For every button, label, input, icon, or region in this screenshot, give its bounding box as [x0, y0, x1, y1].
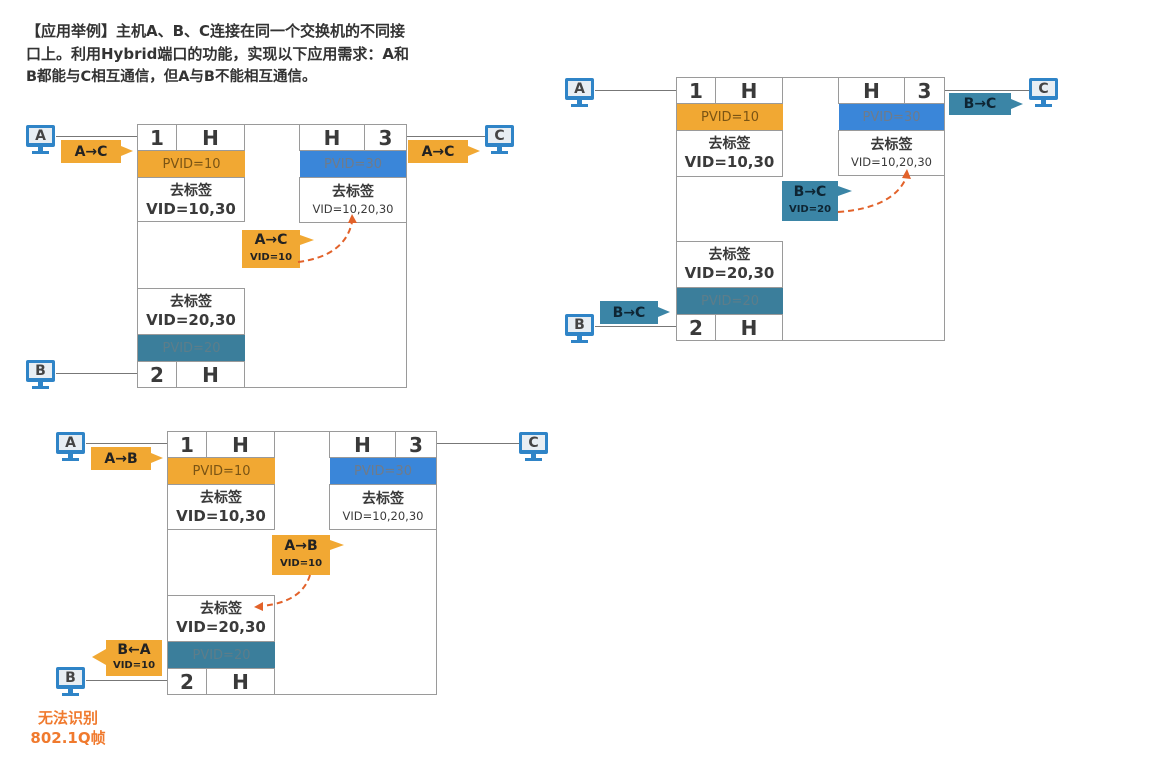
frame-a-to-b-ingress: A→B — [91, 447, 151, 470]
port3-vid: VID=10,20,30 — [851, 155, 932, 169]
frame-arrow-icon — [121, 146, 133, 156]
port2-type: H — [715, 314, 783, 341]
port1-config — [167, 484, 275, 530]
frame-vid: VID=10 — [279, 558, 323, 569]
port3-config — [329, 484, 437, 530]
port2-action: 去标签 — [170, 294, 212, 310]
problem-statement: 【应用举例】主机A、B、C连接在同一个交换机的不同接 口上。利用Hybrid端口… — [26, 20, 496, 89]
port1-type: H — [206, 431, 275, 458]
frame-b-to-c-ingress: B→C — [600, 301, 658, 324]
port1-vid: VID=10,30 — [176, 507, 266, 525]
link-b-port2 — [56, 373, 138, 374]
port3-pvid: PVID=30 — [330, 458, 436, 484]
frame-arrow-icon — [92, 649, 106, 665]
port1-action: 去标签 — [708, 136, 751, 152]
port2-pvid: PVID=20 — [677, 288, 783, 314]
link-b-port2 — [86, 680, 168, 681]
title-line-2: 口上。利用Hybrid端口的功能，实现以下应用需求：A和 — [26, 45, 409, 63]
note-line-2: 802.1Q帧 — [30, 729, 106, 747]
port1-type: H — [715, 77, 783, 104]
port2-number: 2 — [676, 314, 716, 341]
port2-config — [676, 241, 783, 288]
frame-label: A→C — [254, 232, 288, 248]
port1-pvid: PVID=10 — [138, 151, 245, 177]
port2-type: H — [206, 668, 275, 695]
port3-action: 去标签 — [332, 184, 374, 200]
title-line-3: B都能与C相互通信，但A与B不能相互通信。 — [26, 69, 317, 85]
frame-b-to-c-egress: B→C — [949, 93, 1011, 115]
port3-number: 3 — [364, 124, 407, 151]
port2-vid: VID=20,30 — [146, 311, 236, 329]
link-c-port3 — [944, 90, 1029, 91]
port2-action: 去标签 — [200, 601, 242, 617]
link-b-port2 — [595, 326, 677, 327]
port3-pvid: PVID=30 — [300, 151, 406, 177]
link-a-port1 — [56, 136, 138, 137]
port2-type: H — [176, 361, 245, 388]
frame-vid: VID=20 — [788, 204, 832, 215]
frame-label: B←A — [117, 642, 151, 658]
frame-vid: VID=10 — [112, 660, 156, 671]
port2-config — [167, 595, 275, 642]
frame-b-to-c-tagged: B→C VID=20 — [782, 181, 838, 221]
frame-arrow-icon — [658, 307, 670, 317]
port3-number: 3 — [395, 431, 437, 458]
port2-pvid: PVID=20 — [168, 642, 275, 668]
frame-a-to-c-ingress: A→C — [61, 140, 121, 163]
port3-action: 去标签 — [870, 137, 913, 153]
port1-vid: VID=10,30 — [146, 200, 236, 218]
frame-arrow-icon — [151, 453, 163, 463]
port3-number: 3 — [904, 77, 945, 104]
port2-action: 去标签 — [708, 247, 751, 263]
port3-pvid: PVID=30 — [839, 104, 944, 130]
frame-arrow-icon — [1011, 99, 1023, 109]
port3-config — [838, 130, 945, 176]
link-c-port3 — [405, 136, 485, 137]
frame-b-from-a-egress: B←A VID=10 — [106, 640, 162, 676]
port3-vid: VID=10,20,30 — [342, 509, 424, 523]
frame-arrow-icon — [838, 186, 852, 196]
link-a-port1 — [595, 90, 677, 91]
port1-config — [137, 177, 245, 222]
port2-vid: VID=20,30 — [684, 264, 775, 282]
frame-arrow-icon — [300, 235, 314, 245]
frame-a-to-c-tagged: A→C VID=10 — [242, 230, 300, 268]
frame-a-to-c-egress: A→C — [408, 140, 468, 163]
error-note: 无法识别 802.1Q帧 — [22, 708, 114, 748]
link-c-port3 — [436, 443, 519, 444]
port1-config — [676, 130, 783, 177]
note-line-1: 无法识别 — [37, 709, 98, 727]
port1-action: 去标签 — [170, 183, 212, 199]
port3-action: 去标签 — [362, 491, 404, 507]
port2-vid: VID=20,30 — [176, 618, 266, 636]
frame-vid: VID=10 — [249, 252, 293, 263]
port1-action: 去标签 — [200, 490, 242, 506]
port1-type: H — [176, 124, 245, 151]
frame-arrow-icon — [330, 540, 344, 550]
port1-number: 1 — [676, 77, 716, 104]
port2-number: 2 — [137, 361, 177, 388]
frame-label: B→C — [793, 184, 827, 200]
port2-config — [137, 288, 245, 335]
port1-number: 1 — [167, 431, 207, 458]
frame-label: A→B — [284, 538, 318, 554]
port2-number: 2 — [167, 668, 207, 695]
port3-vid: VID=10,20,30 — [312, 202, 394, 216]
port3-type: H — [838, 77, 905, 104]
port2-pvid: PVID=20 — [138, 335, 245, 361]
title-line-1: 【应用举例】主机A、B、C连接在同一个交换机的不同接 — [26, 22, 406, 40]
port3-type: H — [299, 124, 365, 151]
port3-type: H — [329, 431, 396, 458]
port1-pvid: PVID=10 — [677, 104, 783, 130]
port1-vid: VID=10,30 — [684, 153, 775, 171]
port1-number: 1 — [137, 124, 177, 151]
link-a-port1 — [86, 443, 168, 444]
frame-arrow-icon — [468, 146, 480, 156]
port1-pvid: PVID=10 — [168, 458, 275, 484]
frame-a-to-b-tagged: A→B VID=10 — [272, 535, 330, 575]
